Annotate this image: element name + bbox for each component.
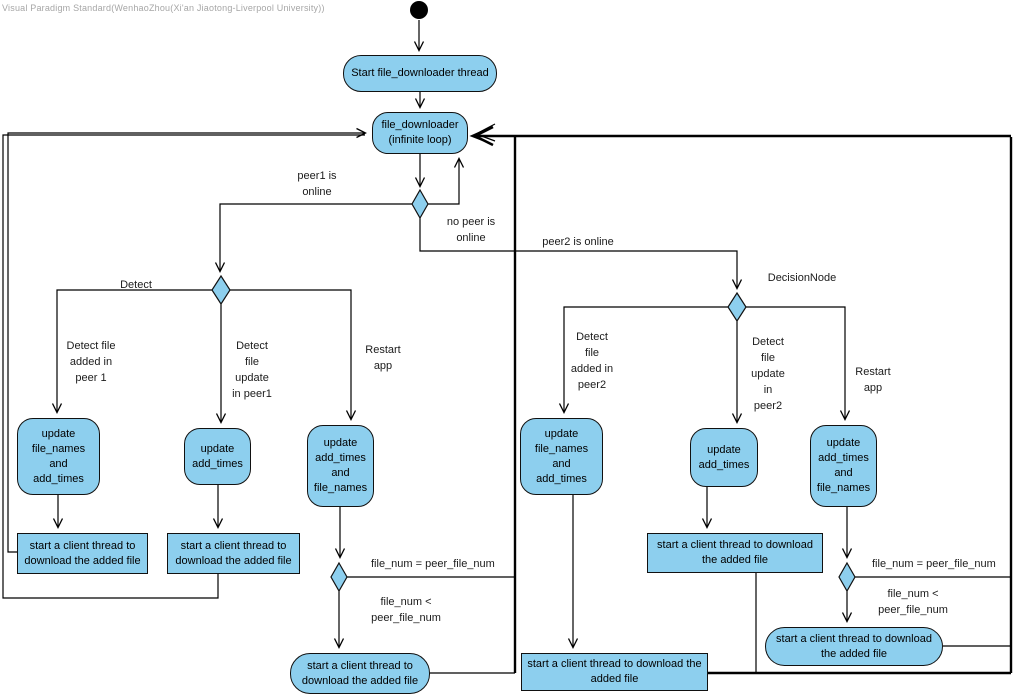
- edge-label-no-peer-online: no peer is online: [446, 216, 496, 244]
- decision-node-detect-right[interactable]: [727, 291, 747, 323]
- edge-label-decision-node: DecisionNode: [767, 272, 837, 284]
- action-left-update-times-names[interactable]: update add_times and file_names: [307, 425, 374, 507]
- step-mid-client-thread[interactable]: start a client thread to download the ad…: [521, 653, 708, 691]
- action-left-update-names-times[interactable]: update file_names and add_times: [17, 418, 100, 495]
- action-left-update-times[interactable]: update add_times: [184, 428, 251, 485]
- edge-restart-app-left: [229, 289, 357, 421]
- decision-node-detect-left[interactable]: [211, 274, 231, 306]
- edge-label-right-detect-update: Detect file update in peer2: [751, 336, 785, 412]
- action-left-client-thread-3[interactable]: start a client thread to download the ad…: [290, 653, 430, 694]
- edge-label-right-file-num-eq: file_num = peer_file_num: [872, 558, 996, 570]
- action-right-update-times[interactable]: update add_times: [690, 428, 758, 487]
- edge-client1-feedback: [7, 127, 367, 553]
- step-left-client-thread-1[interactable]: start a client thread to download the ad…: [17, 533, 148, 574]
- edge-label-left-detect-update: Detect file update in peer1: [232, 340, 272, 400]
- step-left-client-thread-2[interactable]: start a client thread to download the ad…: [167, 533, 300, 574]
- action-right-update-names-times[interactable]: update file_names and add_times: [520, 418, 603, 495]
- edge-extra-arrowhead-2: [474, 123, 496, 142]
- decision-node-peer-check[interactable]: [411, 188, 429, 220]
- edge-peer1-online: [214, 203, 412, 273]
- action-file-downloader[interactable]: file_downloader (infinite loop): [372, 112, 468, 154]
- decision-node-file-num-left[interactable]: [330, 561, 348, 593]
- edge-label-left-restart: Restart app: [365, 344, 401, 372]
- action-right-update-times-names[interactable]: update add_times and file_names: [810, 425, 877, 507]
- edge-peer2-online: [419, 218, 743, 290]
- edge-restart-app-right: [745, 306, 851, 421]
- edge-label-left-file-num-lt: file_num < peer_file_num: [371, 596, 441, 624]
- decision-node-file-num-right[interactable]: [838, 561, 856, 593]
- edge-detect-added-peer1: [51, 289, 213, 414]
- edge-label-detect: Detect: [120, 279, 152, 291]
- edge-label-right-file-num-lt: file_num < peer_file_num: [878, 588, 948, 616]
- step-right-client-thread-1[interactable]: start a client thread to download the ad…: [647, 533, 823, 573]
- edge-no-peer-loop: [428, 157, 465, 205]
- action-start-thread[interactable]: Start file_downloader thread: [343, 55, 497, 92]
- edge-client2-feedback: [2, 134, 365, 599]
- edge-detect-added-peer2: [558, 306, 729, 414]
- initial-node[interactable]: [410, 1, 428, 19]
- edge-label-right-detect-added: Detect file added in peer2: [570, 331, 614, 391]
- watermark-text: Visual Paradigm Standard(WenhaoZhou(Xi'a…: [2, 3, 325, 13]
- edge-label-peer2-online: peer2 is online: [542, 236, 614, 248]
- edge-label-left-detect-added: Detect file added in peer 1: [66, 340, 116, 384]
- edge-label-left-file-num-eq: file_num = peer_file_num: [371, 558, 495, 570]
- edge-label-right-restart: Restart app: [855, 366, 891, 394]
- action-right-client-thread-2[interactable]: start a client thread to download the ad…: [765, 627, 943, 666]
- edge-label-peer1-online: peer1 is online: [297, 170, 337, 198]
